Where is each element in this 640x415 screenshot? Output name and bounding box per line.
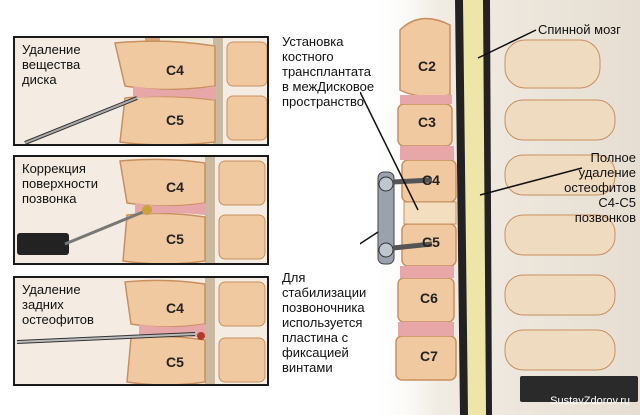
panel-illustration <box>15 38 267 144</box>
panel-illustration <box>15 157 267 263</box>
panel-disc-removal: Удаление вещества диска C4 C5 <box>13 36 269 146</box>
vertebra-label-c3: C3 <box>418 114 436 130</box>
annotation-spinal-cord: Спинной мозг <box>538 22 621 37</box>
vertebra-label-lower: C5 <box>166 112 184 128</box>
panel-osteophyte-removal: Удаление задних остеофитов C4 C5 <box>13 276 269 386</box>
site-credit: SustavZdorov.ru <box>550 395 630 407</box>
annotation-osteophytes: Полное удаление остеофитов C4-C5 позвонк… <box>564 150 636 225</box>
annotation-graft: Установка костного трансплантата в межДи… <box>282 34 375 109</box>
vertebra-label-lower: C5 <box>166 354 184 370</box>
vertebra-label-lower: C5 <box>166 231 184 247</box>
spine-illustration <box>360 0 640 415</box>
vertebra-label-c2: C2 <box>418 58 436 74</box>
vertebra-label-c4: C4 <box>422 172 440 188</box>
vertebra-label-upper: C4 <box>166 179 184 195</box>
annotation-plate: Для стабилизации позвоночника использует… <box>282 270 367 375</box>
panel-surface-correction: Коррекция поверхности позвонка C4 C5 <box>13 155 269 265</box>
vertebra-label-upper: C4 <box>166 62 184 78</box>
panel-illustration <box>15 278 267 384</box>
panel-caption: Коррекция поверхности позвонка <box>22 161 98 206</box>
panel-caption: Удаление вещества диска <box>22 42 81 87</box>
vertebra-label-c7: C7 <box>420 348 438 364</box>
vertebra-label-upper: C4 <box>166 300 184 316</box>
panel-caption: Удаление задних остеофитов <box>22 282 94 327</box>
vertebra-label-c6: C6 <box>420 290 438 306</box>
vertebra-label-c5: C5 <box>422 234 440 250</box>
